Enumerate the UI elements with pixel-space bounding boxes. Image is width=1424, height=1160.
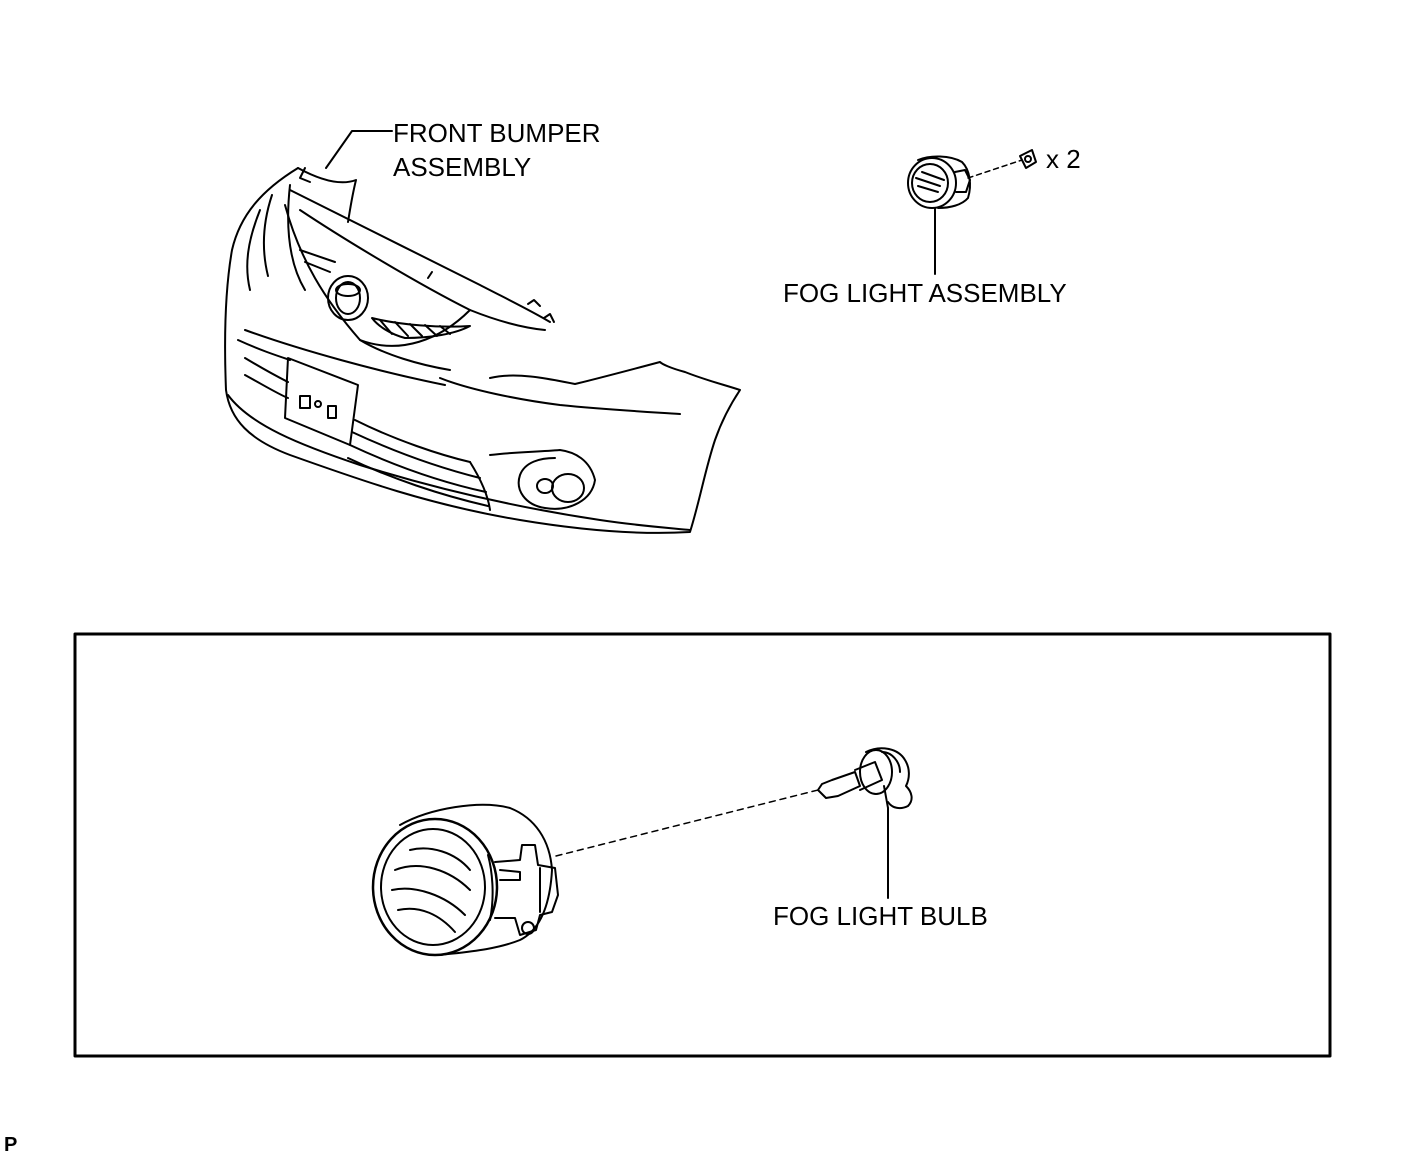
fog-light-small-drawing bbox=[907, 155, 971, 209]
front-bumper-label-line2: ASSEMBLY bbox=[393, 152, 532, 182]
screw-fastener-icon bbox=[1019, 149, 1037, 169]
fog-light-large-drawing bbox=[371, 803, 559, 957]
bulb-dashed-line bbox=[555, 789, 819, 857]
fog-light-bulb-label: FOG LIGHT BULB bbox=[773, 901, 988, 931]
front-bumper-label-line1: FRONT BUMPER bbox=[393, 118, 601, 148]
front-bumper-leader-line bbox=[325, 130, 393, 169]
corner-mark: P bbox=[4, 1134, 18, 1156]
detail-frame bbox=[73, 632, 1332, 1058]
front-bumper-drawing bbox=[224, 167, 741, 534]
fog-light-bulb-drawing bbox=[817, 747, 913, 810]
fastener-count-label: x 2 bbox=[1046, 144, 1081, 174]
fog-light-assembly-label: FOG LIGHT ASSEMBLY bbox=[783, 278, 1067, 308]
fastener-dashed-line bbox=[967, 159, 1023, 179]
